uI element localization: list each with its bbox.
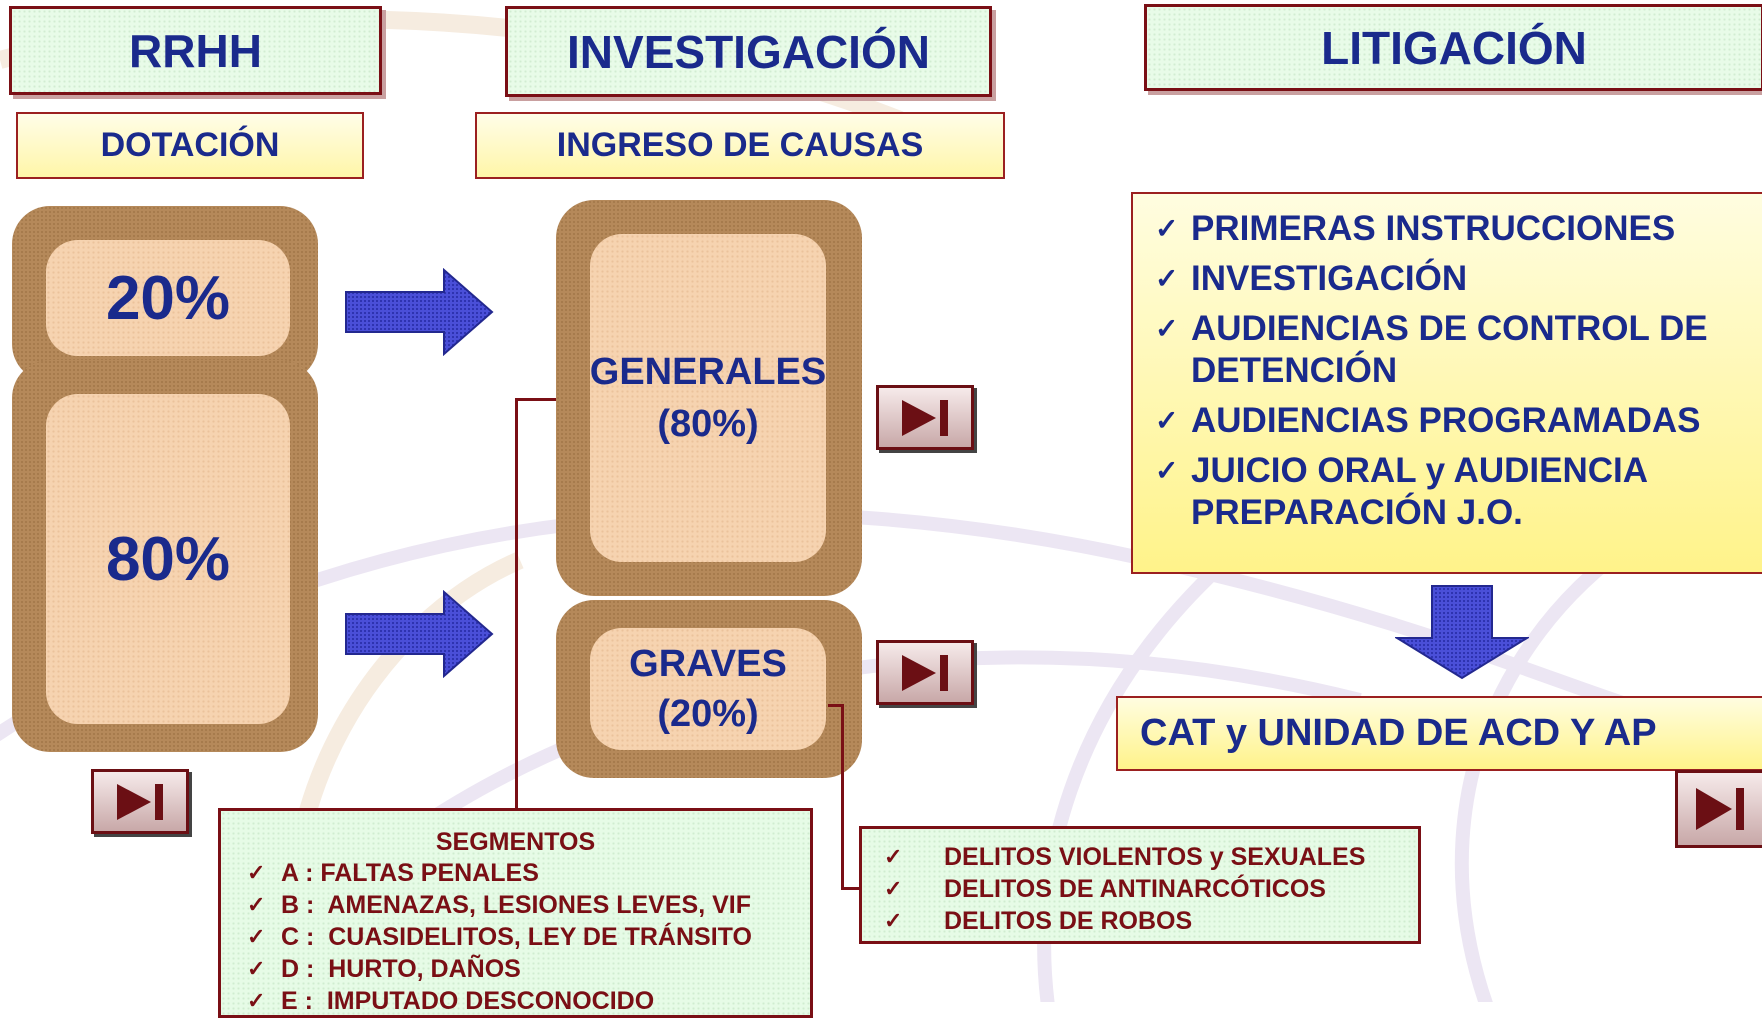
header-rrhh-label: RRHH <box>129 24 262 77</box>
litigacion-item-text: INVESTIGACIÓN <box>1191 259 1468 298</box>
delito-item: ✓ DELITOS DE ROBOS <box>862 905 1418 937</box>
delito-item: ✓ DELITOS VIOLENTOS y SEXUALES <box>862 841 1418 873</box>
cat-box: CAT y UNIDAD DE ACD Y AP <box>1116 696 1762 771</box>
check-icon: ✓ <box>1155 213 1179 244</box>
segmento-text: CUASIDELITOS, LEY DE TRÁNSITO <box>328 923 752 951</box>
header-investigacion: INVESTIGACIÓN <box>505 6 992 97</box>
header-litigacion: LITIGACIÓN <box>1144 4 1762 91</box>
litigacion-item: ✓ AUDIENCIAS DE CONTROL DE DETENCIÓN <box>1155 308 1757 392</box>
delitos-list: ✓ DELITOS VIOLENTOS y SEXUALES ✓ DELITOS DE… <box>862 841 1418 937</box>
segmento-separator: : <box>299 955 329 983</box>
check-icon: ✓ <box>884 876 903 901</box>
segmento-item: ✓ C : CUASIDELITOS, LEY DE TRÁNSITO <box>221 921 810 953</box>
delito-text: DELITOS VIOLENTOS y SEXUALES <box>944 843 1366 871</box>
check-icon: ✓ <box>247 988 266 1013</box>
segmento-text: AMENAZAS, LESIONES LEVES, VIF <box>327 891 751 919</box>
check-icon: ✓ <box>1155 405 1179 436</box>
header-investigacion-label: INVESTIGACIÓN <box>567 25 930 78</box>
check-icon: ✓ <box>1155 263 1179 294</box>
segmento-separator: : <box>297 987 327 1015</box>
segmento-item: ✓ E : IMPUTADO DESCONOCIDO <box>221 985 810 1017</box>
check-icon: ✓ <box>884 908 903 933</box>
litigacion-list: ✓ PRIMERAS INSTRUCCIONES ✓ INVESTIGACIÓN ✓ AU… <box>1155 208 1757 534</box>
play-next-button-rrhh[interactable] <box>91 769 189 834</box>
segmento-item: ✓ A : FALTAS PENALES <box>221 857 810 889</box>
delito-text: DELITOS DE ROBOS <box>944 907 1193 935</box>
litigacion-item: ✓ AUDIENCIAS PROGRAMADAS <box>1155 400 1757 442</box>
generales-pct: (80%) <box>657 403 759 445</box>
play-next-button-graves[interactable] <box>876 640 974 705</box>
play-next-icon <box>1696 788 1744 830</box>
check-icon: ✓ <box>247 892 266 917</box>
delito-item: ✓ DELITOS DE ANTINARCÓTICOS <box>862 873 1418 905</box>
block-graves: GRAVES (20%) <box>556 600 862 778</box>
check-icon: ✓ <box>884 844 903 869</box>
segmento-text: IMPUTADO DESCONOCIDO <box>326 987 655 1015</box>
segmento-separator: : <box>299 923 329 951</box>
segmento-separator: : <box>298 859 321 887</box>
check-icon: ✓ <box>247 956 266 981</box>
header-rrhh: RRHH <box>9 6 382 95</box>
play-next-icon <box>902 399 948 436</box>
segmento-code: B <box>281 891 300 919</box>
connector-graves-h <box>828 704 843 707</box>
block-dotacion-20-face: 20% <box>46 240 290 356</box>
segmentos-title: SEGMENTOS <box>435 828 596 856</box>
right-arrow-icon <box>345 268 494 356</box>
segmento-item: ✓ D : HURTO, DAÑOS <box>221 953 810 985</box>
segmentos-list: ✓ A : FALTAS PENALES ✓ B : AMENAZAS, LESION… <box>221 857 810 1017</box>
block-generales: GENERALES (80%) <box>556 200 862 596</box>
block-dotacion-80: 80% <box>12 360 318 752</box>
litigacion-item: ✓ INVESTIGACIÓN <box>1155 258 1757 300</box>
connector-graves-to-box <box>841 887 861 890</box>
litigacion-item-text: AUDIENCIAS PROGRAMADAS <box>1191 401 1701 440</box>
dotacion-20-value: 20% <box>105 263 231 333</box>
segmento-text: FALTAS PENALES <box>320 859 539 887</box>
subheader-dotacion-label: DOTACIÓN <box>100 126 280 164</box>
subheader-ingreso-causas: INGRESO DE CAUSAS <box>475 112 1005 179</box>
play-next-button-generales[interactable] <box>876 385 974 450</box>
litigacion-item-text: AUDIENCIAS DE CONTROL DE DETENCIÓN <box>1191 309 1708 390</box>
segmento-code: D <box>281 955 300 983</box>
block-graves-face: GRAVES (20%) <box>590 628 826 750</box>
delito-text: DELITOS DE ANTINARCÓTICOS <box>944 875 1326 903</box>
check-icon: ✓ <box>1155 455 1179 486</box>
connector-graves-v <box>841 704 844 890</box>
play-next-icon <box>902 654 948 691</box>
block-generales-face: GENERALES (80%) <box>590 234 826 562</box>
right-arrow-icon <box>345 590 494 678</box>
segmento-code: E <box>281 987 298 1015</box>
block-dotacion-20: 20% <box>12 206 318 382</box>
segmento-text: HURTO, DAÑOS <box>328 955 521 983</box>
play-next-button-litigacion[interactable] <box>1675 770 1762 848</box>
subheader-ingreso-label: INGRESO DE CAUSAS <box>556 126 924 164</box>
subheader-dotacion: DOTACIÓN <box>16 112 364 179</box>
litigacion-list-box: ✓ PRIMERAS INSTRUCCIONES ✓ INVESTIGACIÓN ✓ AU… <box>1131 192 1762 574</box>
segmento-code: A <box>281 859 299 887</box>
play-next-icon <box>117 783 163 820</box>
segmento-separator: : <box>299 891 328 919</box>
cat-label: CAT y UNIDAD DE ACD Y AP <box>1140 712 1657 754</box>
header-litigacion-label: LITIGACIÓN <box>1321 21 1587 74</box>
dotacion-80-value: 80% <box>105 524 231 594</box>
delitos-box: ✓ DELITOS VIOLENTOS y SEXUALES ✓ DELITOS DE… <box>859 826 1421 944</box>
segmentos-box: SEGMENTOS ✓ A : FALTAS PENALES ✓ B : AMENAZ… <box>218 808 813 1018</box>
block-dotacion-80-face: 80% <box>46 394 290 724</box>
litigacion-item: ✓ PRIMERAS INSTRUCCIONES <box>1155 208 1757 250</box>
segmento-code: C <box>281 923 300 951</box>
graves-pct: (20%) <box>657 693 759 735</box>
litigacion-item: ✓ JUICIO ORAL y AUDIENCIA PREPARACIÓN J.O… <box>1155 450 1757 534</box>
check-icon: ✓ <box>247 924 266 949</box>
down-arrow-icon <box>1395 585 1529 680</box>
litigacion-item-text: JUICIO ORAL y AUDIENCIA PREPARACIÓN J.O. <box>1191 451 1647 532</box>
check-icon: ✓ <box>247 860 266 885</box>
litigacion-item-text: PRIMERAS INSTRUCCIONES <box>1191 209 1676 248</box>
segmento-item: ✓ B : AMENAZAS, LESIONES LEVES, VIF <box>221 889 810 921</box>
generales-label: GENERALES <box>589 351 827 393</box>
graves-label: GRAVES <box>629 643 787 685</box>
connector-generales-h <box>515 398 575 401</box>
check-icon: ✓ <box>1155 313 1179 344</box>
connector-generales-v <box>515 398 518 810</box>
